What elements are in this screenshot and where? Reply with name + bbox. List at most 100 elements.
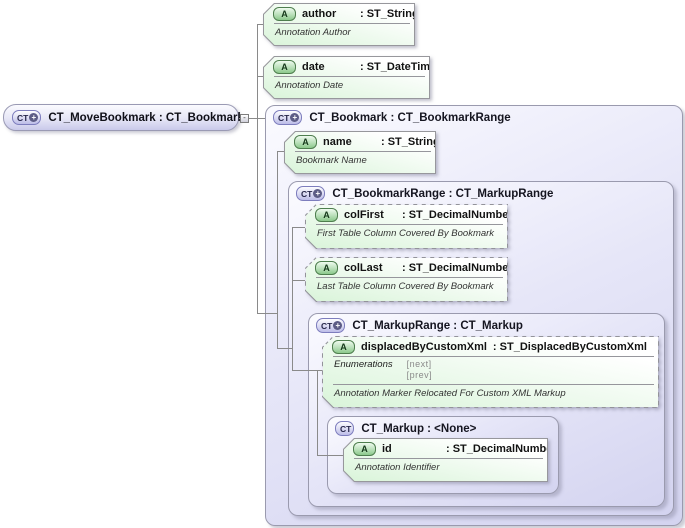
separator [295,151,431,152]
attribute-type: : ST_DecimalNumber [402,262,513,274]
ct-icon-label: CT [321,320,333,331]
attribute-body: A author : ST_String Annotation Author [264,4,414,45]
container-header: CT CT_Markup : <None> [335,421,476,436]
collapse-toggle[interactable]: - [240,114,249,123]
attribute-type: : ST_String [381,136,440,148]
enumeration-values: [next] [prev] [407,359,433,381]
attribute-type: : ST_DecimalNumber [402,209,513,221]
attribute-displacedbycustomxml[interactable]: A displacedByCustomXml : ST_DisplacedByC… [322,336,659,408]
ct-icon-label: CT [301,188,313,199]
attribute-body: A displacedByCustomXml : ST_DisplacedByC… [323,337,658,407]
attribute-annotation: Annotation Identifier [355,462,440,473]
plus-icon: + [313,189,323,198]
attribute-name: author [302,8,337,20]
plus-icon: + [333,321,343,330]
attribute-author[interactable]: A author : ST_String Annotation Author [263,3,415,46]
container-header: CT+ CT_MarkupRange : CT_Markup [316,318,523,333]
complex-type-icon: CT+ [12,110,42,125]
tree-line [277,348,292,349]
tree-line [292,370,322,371]
enumerations-row: Enumerations [next] [prev] [323,357,658,383]
container-title: CT_Bookmark : CT_BookmarkRange [309,111,511,124]
enumeration-value: [next] [406,359,432,369]
tree-line [257,313,277,314]
separator [316,277,503,278]
attribute-type: : ST_DateTime [360,61,437,73]
separator [333,384,654,385]
attribute-title: A date : ST_DateTime [264,57,429,75]
container-header: CT+ CT_BookmarkRange : CT_MarkupRange [296,186,553,201]
attribute-annotation: Annotation Date [275,80,344,91]
attribute-type: : ST_String [360,8,419,20]
attribute-icon: A [332,340,355,354]
attribute-name: displacedByCustomXml [361,341,487,353]
separator [274,23,410,24]
tree-line [257,24,258,314]
attribute-icon: A [294,135,317,149]
root-type-ct-movebookmark[interactable]: CT+ CT_MoveBookmark : CT_Bookmark [3,104,244,131]
attribute-annotation: First Table Column Covered By Bookmark [317,228,495,239]
attribute-name: colFirst [344,209,384,221]
attribute-date[interactable]: A date : ST_DateTime Annotation Date [263,56,430,99]
attribute-annotation: Last Table Column Covered By Bookmark [317,281,494,292]
attribute-type: : ST_DecimalNumber [446,443,557,455]
attribute-title: A name : ST_String [285,132,435,150]
ct-icon-label: CT [278,112,290,123]
complex-type-icon: CT+ [316,318,346,333]
ct-icon-label: CT [340,423,352,434]
enumeration-value: [prev] [406,370,433,380]
attribute-title: A displacedByCustomXml : ST_DisplacedByC… [323,337,658,355]
complex-type-icon: CT+ [296,186,326,201]
enumerations-label: Enumerations [334,359,393,370]
tree-line [292,227,305,228]
attribute-name: colLast [344,262,383,274]
tree-line [292,227,293,371]
attribute-body: A name : ST_String Bookmark Name [285,132,435,173]
plus-icon: + [290,113,300,122]
attribute-title: A id : ST_DecimalNumber [344,439,547,457]
container-title: CT_BookmarkRange : CT_MarkupRange [332,187,554,200]
attribute-body: A id : ST_DecimalNumber Annotation Ident… [344,439,547,481]
tree-line [317,370,318,456]
separator [274,76,425,77]
tree-line [257,24,263,25]
tree-line [277,151,278,349]
root-type-label: CT_MoveBookmark : CT_Bookmark [48,111,244,124]
tree-line [277,151,284,152]
tree-line [292,280,305,281]
complex-type-icon: CT [335,421,355,436]
tree-line [239,118,265,119]
attribute-annotation: Annotation Marker Relocated For Custom X… [334,388,566,399]
attribute-type: : ST_DisplacedByCustomXml [492,341,647,353]
attribute-icon: A [315,261,338,275]
attribute-body: A date : ST_DateTime Annotation Date [264,57,429,98]
plus-icon: + [29,113,39,122]
attribute-name: name [323,136,352,148]
attribute-annotation: Bookmark Name [296,155,367,166]
attribute-collast[interactable]: A colLast : ST_DecimalNumber Last Table … [305,257,508,302]
complex-type-icon: CT+ [273,110,303,125]
ct-icon-label: CT [17,112,29,123]
attribute-id[interactable]: A id : ST_DecimalNumber Annotation Ident… [343,438,548,482]
tree-line [257,76,263,77]
attribute-icon: A [315,208,338,222]
attribute-title: A colLast : ST_DecimalNumber [306,258,507,276]
attribute-name: id [382,443,392,455]
attribute-colfirst[interactable]: A colFirst : ST_DecimalNumber First Tabl… [305,204,508,249]
attribute-title: A author : ST_String [264,4,414,22]
container-header: CT+ CT_Bookmark : CT_BookmarkRange [273,110,511,125]
separator [316,224,503,225]
separator [354,458,543,459]
attribute-title: A colFirst : ST_DecimalNumber [306,205,507,223]
attribute-annotation: Annotation Author [275,27,351,38]
attribute-name: date [302,61,325,73]
attribute-icon: A [273,60,296,74]
container-title: CT_MarkupRange : CT_Markup [352,319,523,332]
attribute-name-field[interactable]: A name : ST_String Bookmark Name [284,131,436,174]
tree-line [317,455,343,456]
attribute-icon: A [353,442,376,456]
attribute-body: A colFirst : ST_DecimalNumber First Tabl… [306,205,507,248]
attribute-icon: A [273,7,296,21]
attribute-body: A colLast : ST_DecimalNumber Last Table … [306,258,507,301]
